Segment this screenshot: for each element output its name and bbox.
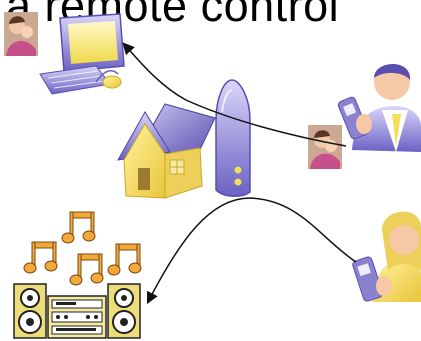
woman-phone-icon — [352, 211, 421, 302]
music-notes-icon — [23, 211, 142, 286]
arrow-businessman-to-computer — [122, 42, 347, 147]
family-photo-icon — [4, 12, 38, 56]
family-photo-icon — [308, 125, 342, 169]
businessman-phone-icon — [337, 64, 421, 152]
computer-icon — [39, 13, 125, 95]
router-icon — [215, 79, 251, 197]
stereo-system-icon — [13, 283, 141, 339]
house-icon — [117, 103, 216, 199]
arrow-woman-to-stereo — [146, 197, 357, 305]
